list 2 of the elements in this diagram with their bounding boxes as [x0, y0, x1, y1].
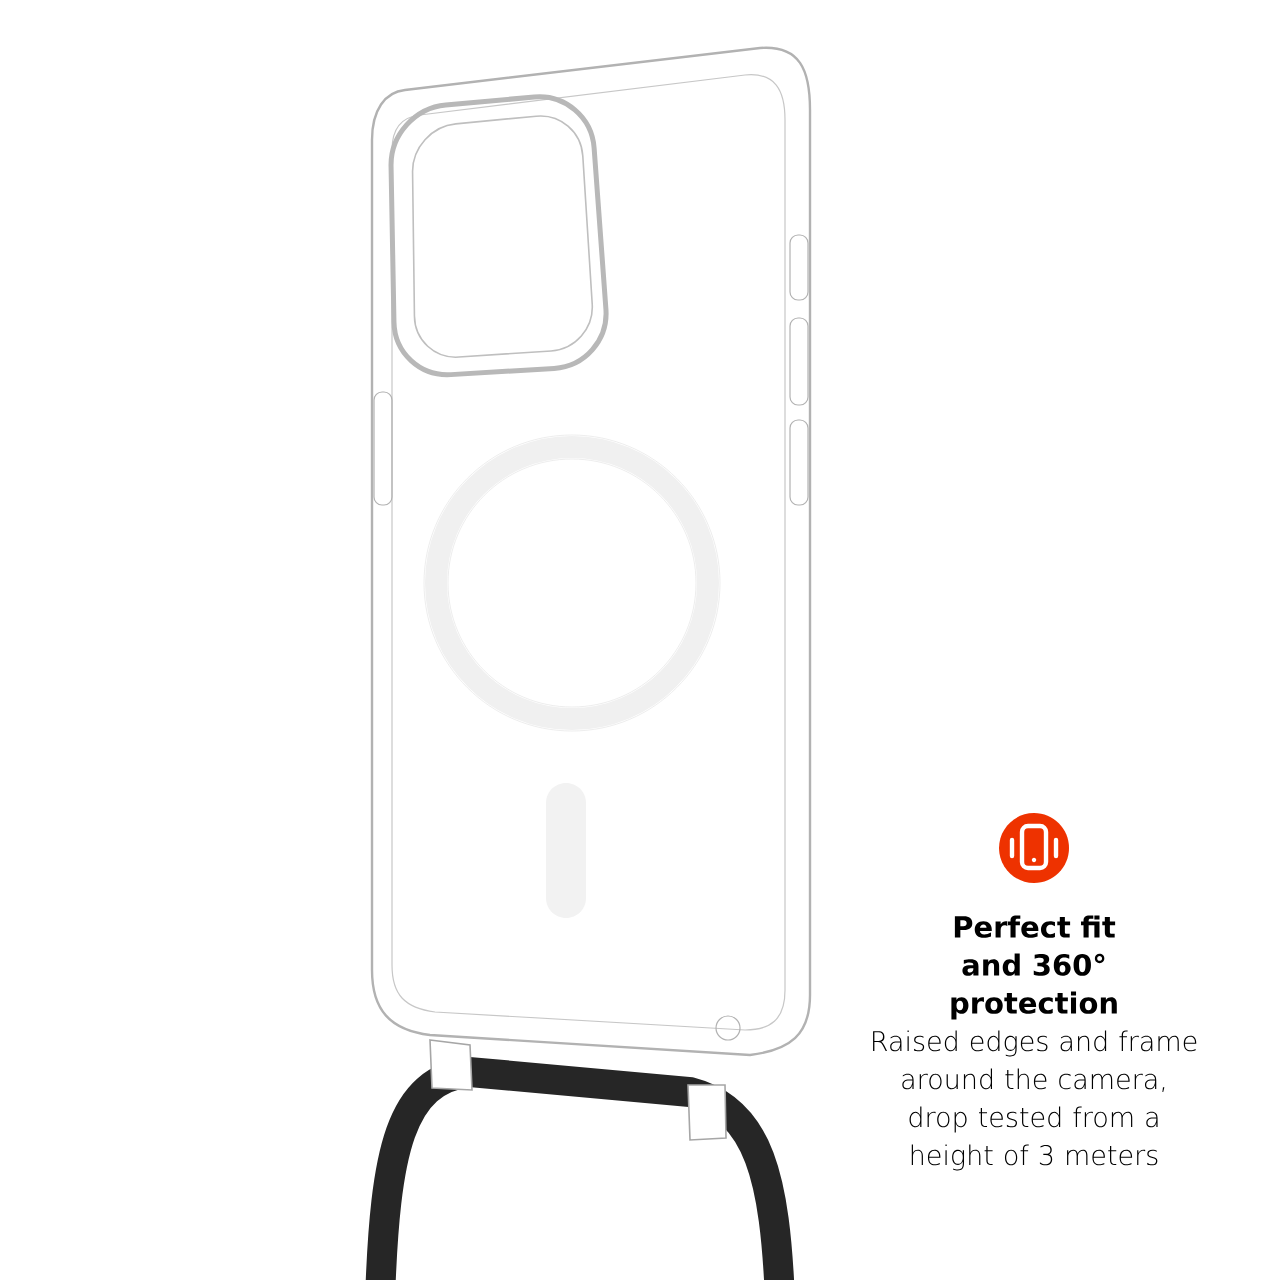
heading: Perfect fit and 360° protection	[951, 915, 1117, 1020]
description: Raised edges and frame around the camera, drop tested from a height of 3 meters	[873, 1030, 1197, 1171]
